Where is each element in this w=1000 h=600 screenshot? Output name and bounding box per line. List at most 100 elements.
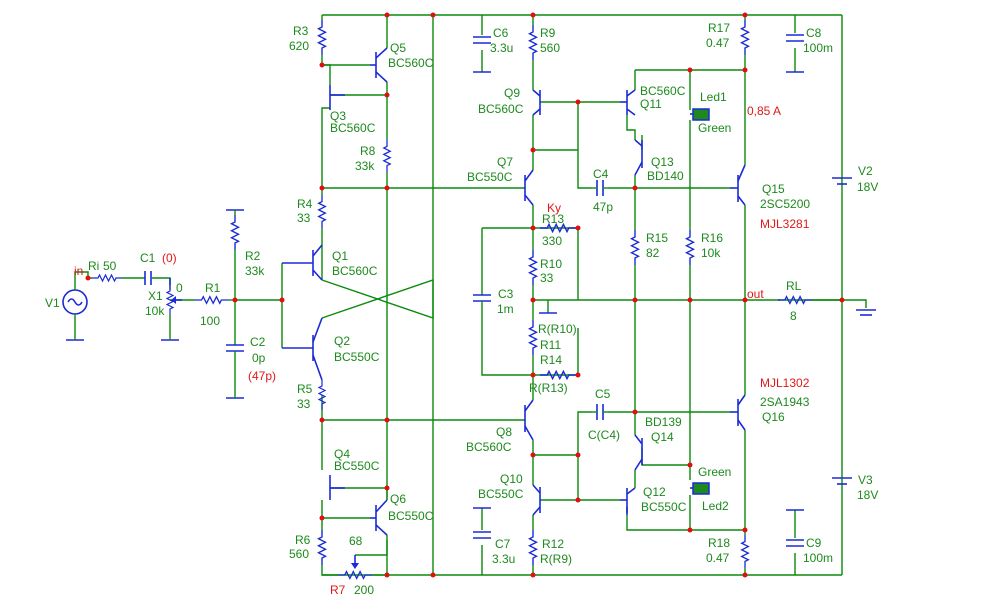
resistor-ri [92,274,122,282]
label-c4-value: 47p [593,200,613,214]
resistor-r4 [317,195,327,228]
label-q2-type: BC550C [334,350,380,364]
transistor-q4 [329,475,345,500]
label-q8: Q8 [496,425,512,439]
label-ri: Ri [88,259,99,273]
label-q13-type: BD140 [647,169,684,183]
transistor-q8 [524,399,534,441]
transistor-q13 [634,139,643,176]
label-c2-value: 0p [252,351,266,365]
transistor-q14 [634,434,643,471]
label-led2: Led2 [702,499,729,513]
transistor-q3 [329,85,345,110]
resistor-r7 [338,570,372,580]
label-r12: R12 [542,537,564,551]
transistor-q15 [730,164,746,206]
label-v2-value: 18V [857,180,878,194]
label-x1-pos: 0 [176,281,183,295]
label-ky: Ky [547,201,561,215]
resistor-r8 [382,140,392,172]
label-r2: R2 [245,249,261,263]
dc-source-v3 [832,477,852,485]
resistor-r5 [318,380,326,410]
transistor-q6 [370,499,388,536]
label-q5-type: BC560C [388,56,434,70]
label-c4: C4 [593,167,609,181]
label-r14-value: R(R13) [529,381,568,395]
label-v3-value: 18V [857,488,878,502]
label-q16-type: 2SA1943 [760,395,810,409]
label-rl: RL [786,279,802,293]
label-q15: Q15 [762,182,785,196]
transistor-q12 [620,487,636,515]
label-c7: C7 [495,537,511,551]
label-rl-value: 8 [790,309,797,323]
ground-icon [226,390,244,399]
label-r6: R6 [295,533,311,547]
label-q8-type: BC560C [466,440,512,454]
resistor-r14 [540,370,576,380]
label-c5: C5 [595,387,611,401]
label-r16: R16 [701,231,723,245]
transistor-q1 [282,244,323,281]
label-q16-alt: MJL1302 [760,376,810,390]
label-c9-value: 100m [803,551,833,565]
transistor-q9 [532,89,541,116]
label-r15: R15 [646,231,668,245]
label-q15-alt: MJL3281 [760,217,810,231]
resistor-r15 [630,230,640,265]
label-q12: Q12 [643,485,666,499]
label-v3: V3 [858,473,873,487]
resistor-r10 [528,250,538,285]
label-c1: C1 [140,251,156,265]
dc-source-v2 [832,177,852,185]
ground-icon [226,209,244,215]
potentiometer-x1 [166,278,182,330]
ac-source-v1 [62,282,88,322]
label-r18: R18 [708,536,730,550]
label-r4: R4 [297,197,313,211]
label-q5: Q5 [390,41,406,55]
label-c3-value: 1m [497,302,514,316]
label-q2: Q2 [334,334,350,348]
label-c2: C2 [250,335,266,349]
label-r7: R7 [330,583,346,597]
label-r15-value: 82 [646,246,660,260]
resistor-r2 [230,215,240,250]
resistor-r3 [317,20,327,55]
label-q14: Q14 [651,430,674,444]
label-c8-value: 100m [803,41,833,55]
label-r1-value: 100 [200,314,220,328]
resistor-r9 [528,25,538,60]
transistor-q10 [532,484,541,516]
resistor-r18 [740,535,750,568]
label-r17-value: 0.47 [706,36,730,50]
label-q3-type: BC560C [330,121,376,135]
label-r8: R8 [360,144,376,158]
capacitors [144,34,804,547]
label-out: out [747,287,764,301]
label-c3: C3 [498,287,514,301]
label-c8: C8 [806,26,822,40]
label-r10-value: 33 [540,271,554,285]
transistor-q5 [370,47,388,83]
label-ri-value: 50 [103,259,117,273]
label-in: in [74,264,83,278]
resistor-rl [778,295,812,305]
label-q11-type: BC560C [640,84,686,98]
label-x1-value: 10k [145,304,165,318]
label-x1: X1 [148,289,163,303]
label-r17: R17 [708,21,730,35]
resistor-r11 [528,320,538,355]
label-r6-value: 560 [289,547,309,561]
label-q12-type: BC550C [641,500,687,514]
label-r12-value: R(R9) [540,552,572,566]
label-r16-value: 10k [701,246,721,260]
label-led2-color: Green [698,465,731,479]
transistor-q16 [730,394,746,431]
ground-icon [161,330,179,341]
label-r3-value: 620 [289,39,309,53]
label-r11-value: R(R10) [538,322,577,336]
label-q1-type: BC560C [332,264,378,278]
label-r18-value: 0.47 [706,551,730,565]
